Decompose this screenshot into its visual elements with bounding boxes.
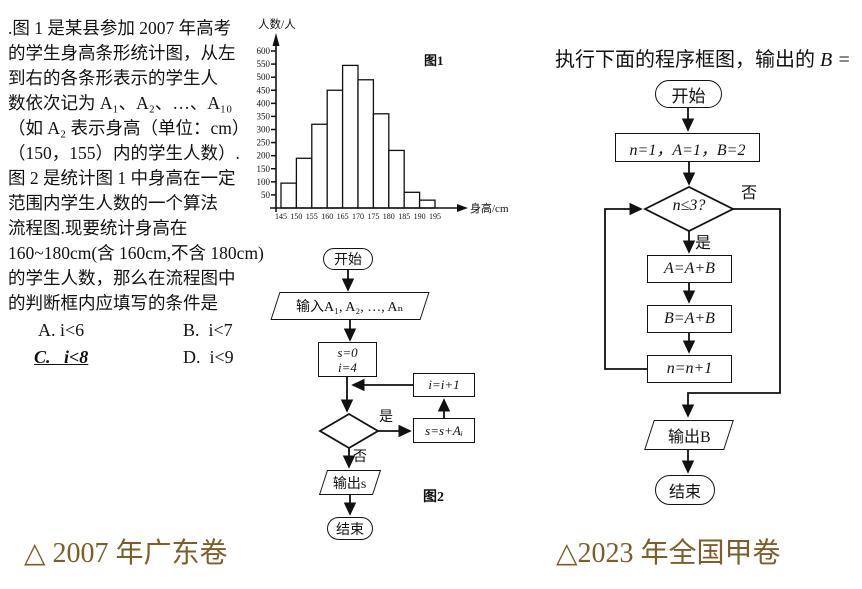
svg-text:50: 50: [261, 190, 271, 200]
option-c-answer: C. i<8: [34, 347, 89, 367]
fig2-end-label: 结束: [336, 522, 364, 538]
fig2-init-line1: s=0: [337, 344, 358, 360]
flow2023-end-label: 结束: [668, 484, 701, 501]
svg-text:350: 350: [257, 111, 271, 121]
flow2023-start-terminal: 开始: [655, 80, 722, 108]
svg-text:200: 200: [257, 151, 271, 161]
svg-text:170: 170: [352, 212, 364, 221]
fig2-start-terminal: 开始: [323, 248, 373, 270]
flow2023-start-label: 开始: [671, 86, 706, 106]
svg-text:150: 150: [290, 212, 302, 221]
flow2023-no-label: 否: [741, 185, 758, 202]
figure2-label: 图2: [423, 490, 444, 505]
paragraph-line: 到右的各条形表示的学生人: [8, 68, 218, 88]
condition-diamond: [642, 185, 736, 233]
flowchart-2023: 开始 n=1，A=1，B=2 n≤3? 否 是 A=A+B B=A+B n=n+…: [595, 75, 805, 515]
fig2-yes-label: 是: [379, 410, 393, 425]
option-b: B. i<7: [183, 320, 233, 340]
svg-text:165: 165: [337, 212, 349, 221]
svg-text:600: 600: [257, 46, 271, 56]
question-text-block: .图 1 是某县参加 2007 年高考 的学生身高条形统计图，从左 到右的各条形…: [8, 16, 264, 316]
paragraph-line: 图 2 是统计图 1 中身高在一定: [8, 168, 236, 188]
right-title-text: 执行下面的程序框图，输出的: [555, 49, 820, 71]
flow2023-step2-process: B=A+B: [647, 305, 732, 333]
svg-text:300: 300: [257, 125, 271, 135]
paragraph-line: （150，155）内的学生人数）.: [8, 143, 240, 163]
right-title-math: B =: [820, 49, 851, 71]
svg-text:人数/人: 人数/人: [258, 17, 296, 31]
fig2-accumulate-process: s=s+Aᵢ: [413, 418, 475, 443]
option-a: A. i<6: [38, 320, 85, 340]
svg-text:150: 150: [257, 164, 271, 174]
flow2023-step3-label: n=n+1: [666, 360, 713, 377]
svg-text:身高/cm: 身高/cm: [470, 201, 509, 215]
source-label-2023: △2023 年全国甲卷: [556, 538, 781, 569]
svg-text:185: 185: [398, 212, 410, 221]
flow2023-step3-process: n=n+1: [647, 355, 732, 383]
fig2-init-process: s=0 i=4: [318, 342, 377, 377]
svg-text:550: 550: [257, 59, 271, 69]
fig2-no-label: 否: [353, 450, 367, 465]
paragraph-line: （如 A₂ 表示身高（单位：cm）: [8, 118, 250, 138]
svg-text:180: 180: [383, 212, 395, 221]
right-question-title: 执行下面的程序框图，输出的 B =: [535, 20, 851, 95]
svg-text:155: 155: [306, 212, 318, 221]
flow2023-end-terminal: 结束: [655, 475, 715, 505]
svg-text:450: 450: [257, 85, 271, 95]
fig2-input-parallelogram: 输入A₁, A₂, …, Aₙ: [270, 292, 430, 320]
fig2-input-label: 输入A₁, A₂, …, Aₙ: [296, 300, 404, 315]
flow2023-condition-label: n≤3?: [672, 197, 706, 214]
source-label-2007: △ 2007 年广东卷: [24, 538, 228, 569]
fig2-output-label: 输出s: [333, 476, 367, 492]
svg-text:400: 400: [257, 98, 271, 108]
flow2023-output-label: 输出B: [667, 429, 711, 446]
svg-text:250: 250: [257, 138, 271, 148]
flow2023-yes-label: 是: [695, 235, 712, 252]
flow2023-connectors: [604, 108, 781, 474]
fig2-end-terminal: 结束: [327, 517, 373, 540]
figure1-label: 图1: [424, 53, 444, 68]
flowchart-fig2: 开始 输入A₁, A₂, …, Aₙ s=0 i=4 i=i+1 s=s+Aᵢ …: [255, 240, 500, 550]
fig2-init-line2: i=4: [338, 359, 357, 375]
paragraph-line: 数依次记为 A₁、A₂、…、A₁₀: [8, 93, 233, 113]
flow2023-init-process: n=1，A=1，B=2: [615, 133, 760, 162]
decision-diamond-empty: [318, 412, 380, 450]
flow2023-output-parallelogram: 输出B: [644, 420, 734, 450]
flow2023-step1-process: A=A+B: [647, 255, 732, 283]
option-d: D. i<9: [183, 347, 234, 367]
fig2-connectors: [318, 270, 451, 516]
svg-text:160: 160: [321, 212, 333, 221]
paragraph-line: 的判断框内应填写的条件是: [8, 293, 218, 313]
paragraph-line: 的学生身高条形统计图，从左: [8, 43, 236, 63]
flow2023-step2-label: B=A+B: [664, 310, 715, 327]
flow2023-init-label: n=1，A=1，B=2: [629, 141, 746, 159]
paragraph-line: 范围内学生人数的一个算法: [8, 193, 218, 213]
fig2-accumulate-label: s=s+Aᵢ: [425, 422, 463, 438]
fig2-start-label: 开始: [334, 253, 362, 268]
svg-text:175: 175: [367, 212, 379, 221]
svg-text:100: 100: [257, 177, 271, 187]
paragraph-line: .图 1 是某县参加 2007 年高考: [8, 18, 232, 38]
fig2-increment-process: i=i+1: [413, 373, 475, 397]
svg-text:500: 500: [257, 72, 271, 82]
paragraph-line: 流程图.现要统计身高在: [8, 218, 188, 238]
paragraph-line: 160~180cm(含 160cm,不含 180cm): [8, 243, 264, 263]
paragraph-line: 的学生人数，那么在流程图中: [8, 268, 236, 288]
svg-text:195: 195: [429, 212, 441, 221]
fig2-increment-label: i=i+1: [428, 377, 460, 392]
flow2023-step1-label: A=A+B: [664, 260, 715, 277]
svg-text:190: 190: [414, 212, 426, 221]
fig2-output-parallelogram: 输出s: [318, 470, 382, 495]
svg-text:145: 145: [275, 212, 287, 221]
